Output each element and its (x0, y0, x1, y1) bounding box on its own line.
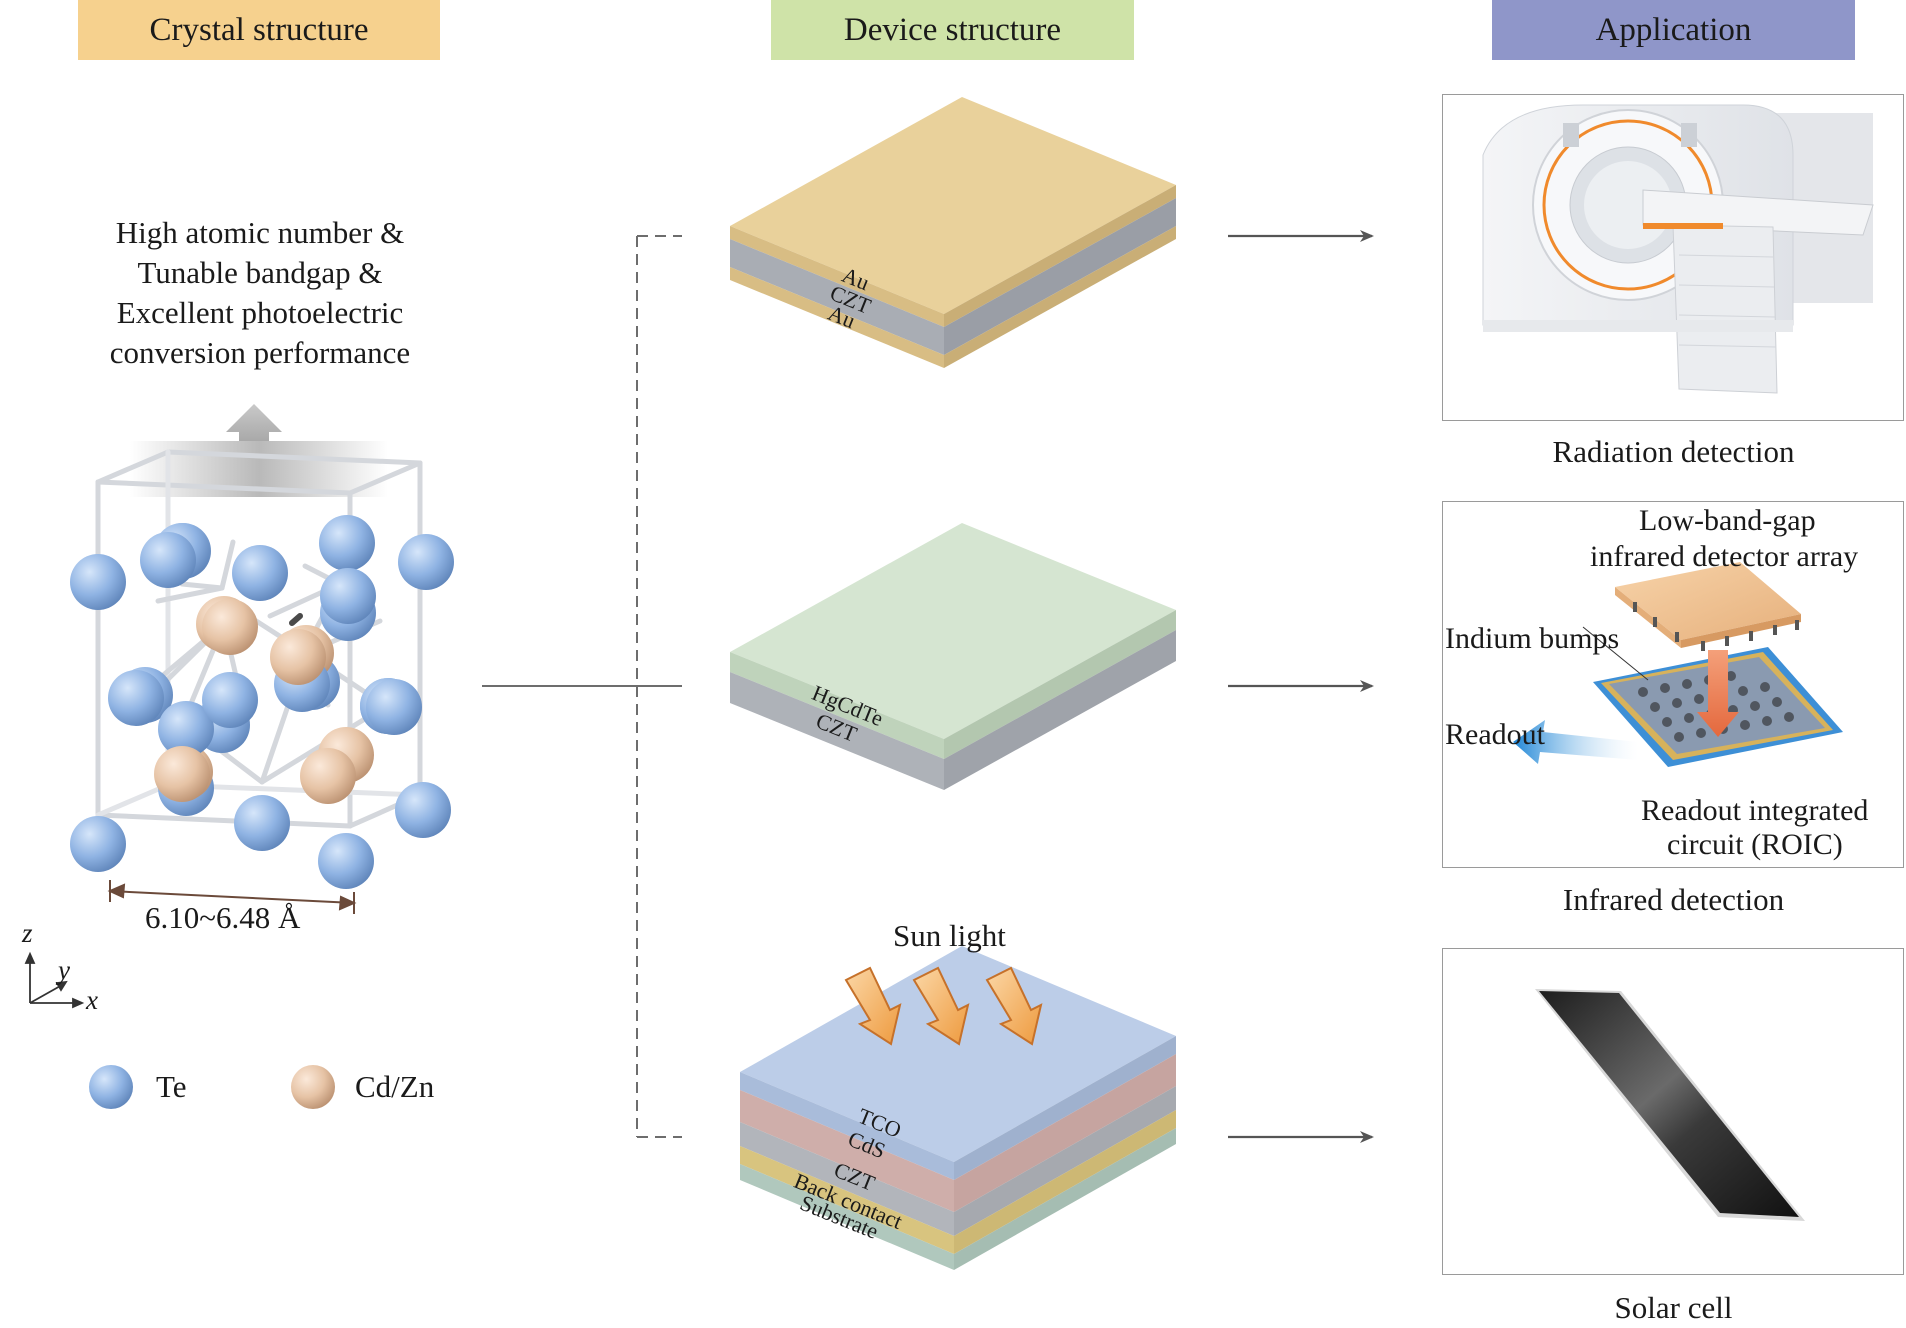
lattice-dimension-line (107, 880, 357, 914)
connector-lines (482, 235, 682, 1138)
axis-triad-icon (24, 951, 85, 1009)
crystal-unit-cell (70, 449, 454, 889)
legend-te-label: Te (156, 1069, 187, 1104)
application-header: Application (1492, 0, 1855, 60)
legend-cd-zn-label: Cd/Zn (355, 1069, 435, 1104)
sunlight-arrows (844, 966, 1043, 1046)
detector-array-label-line2: infrared detector array (1590, 540, 1859, 573)
solar-panel-image (1535, 989, 1805, 1221)
axis-y-label: y (58, 955, 70, 985)
flow-arrows (1228, 230, 1374, 1143)
te-atom-icon (89, 1065, 133, 1109)
lattice-constant-label: 6.10~6.48 Å (145, 900, 301, 935)
infrared-frame: Low-band-gap infrared detector array Ind… (1442, 501, 1904, 868)
crystal-structure-header: Crystal structure (78, 0, 440, 60)
property-line: Tunable bandgap & (137, 255, 383, 290)
property-line: conversion performance (109, 335, 411, 370)
property-line: High atomic number & (115, 215, 405, 250)
radiation-detector-device (730, 97, 1176, 368)
sun-light-label: Sun light (893, 918, 1006, 953)
ct-scanner-image (1482, 104, 1874, 394)
solar-cell-device (740, 946, 1176, 1270)
roic-label-line1: Readout integrated (1641, 794, 1869, 827)
roic-label-line2: circuit (ROIC) (1667, 828, 1843, 861)
infrared-detection-caption: Infrared detection (1562, 882, 1785, 917)
solar-panel-frame (1442, 948, 1904, 1275)
indium-bumps-label: Indium bumps (1445, 622, 1620, 655)
device-structure-header: Device structure (771, 0, 1134, 60)
radiation-detection-caption: Radiation detection (1552, 434, 1795, 469)
material-properties: High atomic number & Tunable bandgap & E… (60, 213, 460, 373)
solar-cell-caption: Solar cell (1614, 1290, 1733, 1325)
axis-x-label: x (86, 985, 98, 1015)
infrared-detector-illustration (1513, 562, 1843, 767)
cd-zn-atom-icon (291, 1065, 335, 1109)
infrared-detector-device (730, 523, 1176, 790)
detector-array-label-line1: Low-band-gap (1639, 504, 1816, 537)
property-line: Excellent photoelectric (116, 295, 404, 330)
axis-z-label: z (22, 918, 33, 948)
readout-label: Readout (1445, 718, 1545, 751)
ct-scanner-frame (1442, 94, 1904, 421)
